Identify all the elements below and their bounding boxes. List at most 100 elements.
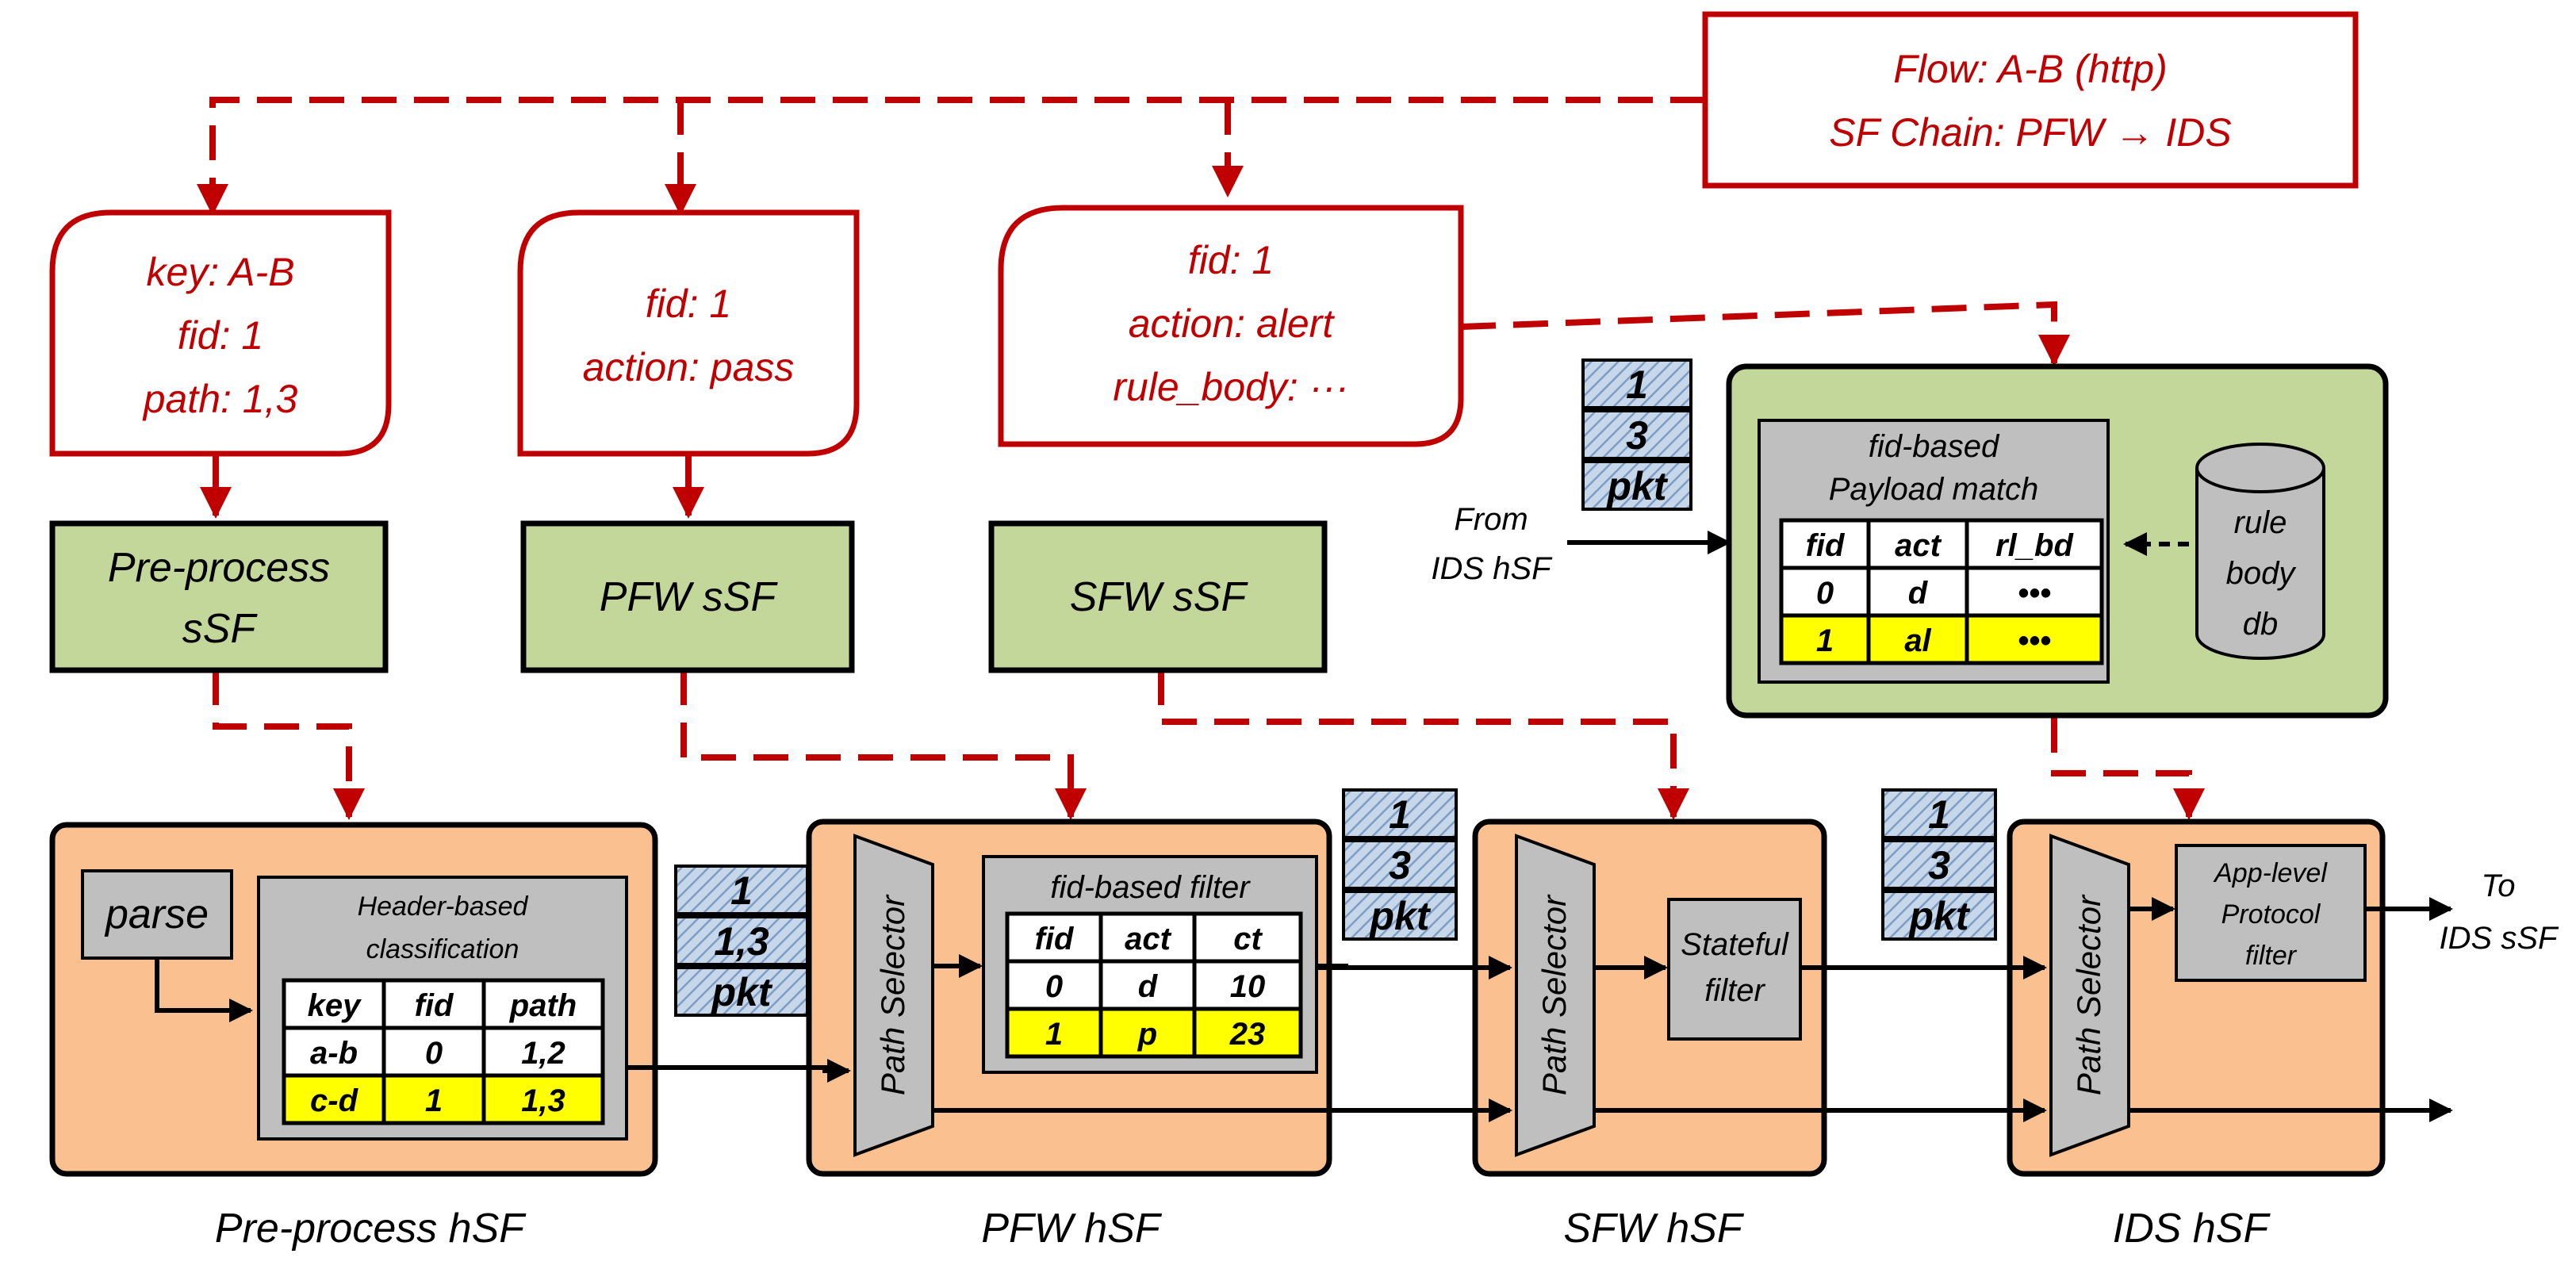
preprocess-tag-line3: path: 1,3 xyxy=(142,377,298,421)
path-selector xyxy=(853,834,934,1157)
ids-ssf: fid-based Payload match fid act rl_bd 0 … xyxy=(1726,363,2389,719)
path-selector-label: Path Selector xyxy=(874,894,911,1095)
table-header: fid xyxy=(415,988,454,1023)
packet-stack-pfw-to-sfw: 1 3 pkt xyxy=(1342,788,1458,941)
path-selector xyxy=(2049,834,2130,1157)
tag-to-ssf-arrows xyxy=(200,454,704,519)
table-cell: a-b xyxy=(310,1036,358,1071)
sfw-hsf-label: SFW hSF xyxy=(1563,1206,1745,1252)
preprocess-tag: key: A-B fid: 1 path: 1,3 xyxy=(49,209,392,457)
db-label-line2: body xyxy=(2226,556,2298,591)
classification-title1: Header-based xyxy=(358,891,529,922)
pfw-hsf-label: PFW hSF xyxy=(981,1206,1163,1252)
table-cell: 1,2 xyxy=(521,1036,565,1071)
to-ids-ssf: To IDS sSF xyxy=(2440,868,2559,956)
highlight-row xyxy=(282,1073,605,1125)
control-lines xyxy=(197,97,2205,820)
stateful-filter-line2: filter xyxy=(1704,973,1765,1008)
preprocess-ssf-to-hsf-line xyxy=(213,670,365,820)
table-cell: 1 xyxy=(1816,623,1834,658)
table-cell: 0 xyxy=(1816,576,1834,611)
classification-table: key fid path a-b 0 1,2 c-d 1 1,3 xyxy=(282,978,605,1125)
to-label-line1: To xyxy=(2481,868,2515,903)
packet-stack-top: 1 3 pkt xyxy=(1581,358,1692,511)
table-header: rl_bd xyxy=(1995,528,2074,563)
preprocess-hsf-label: Pre-process hSF xyxy=(215,1206,527,1252)
app-level-filter-line3: filter xyxy=(2245,941,2298,971)
from-label-line1: From xyxy=(1454,502,1528,537)
preprocess-ssf-line2: sSF xyxy=(182,606,259,652)
payload-match-title1: fid-based xyxy=(1869,429,2000,464)
preprocess-ssf-line1: Pre-process xyxy=(108,545,330,591)
app-level-filter-line1: App-level xyxy=(2213,858,2328,888)
stack-item: 1 xyxy=(1389,792,1411,837)
packet-stack-sfw-to-ids: 1 3 pkt xyxy=(1881,788,1997,941)
stateful-filter-line1: Stateful xyxy=(1681,927,1789,962)
table-cell: 10 xyxy=(1230,969,1266,1004)
ids-hsf-label: IDS hSF xyxy=(2113,1206,2271,1252)
pfw-ssf-label: PFW sSF xyxy=(600,574,779,620)
table-header: fid xyxy=(1806,528,1846,563)
path-selector-label: Path Selector xyxy=(1535,894,1573,1095)
stack-item: 1 xyxy=(1626,362,1648,407)
payload-match-table: fid act rl_bd 0 d ••• 1 al ••• xyxy=(1779,518,2104,665)
table-cell: p xyxy=(1137,1017,1157,1052)
path-selector xyxy=(1515,834,1596,1157)
sfw-hsf: Path Selector Stateful filter xyxy=(1472,819,1827,1177)
stack-item: 1,3 xyxy=(714,919,769,964)
parse-label: parse xyxy=(104,891,209,937)
table-cell: c-d xyxy=(310,1083,359,1118)
table-header: fid xyxy=(1035,922,1075,957)
data-path-arrows xyxy=(627,897,2453,1122)
from-label-line2: IDS hSF xyxy=(1431,551,1553,586)
ids-ssf-to-hsf-line xyxy=(2051,718,2205,820)
table-cell: 23 xyxy=(1229,1017,1266,1052)
table-cell: 0 xyxy=(425,1036,443,1071)
table-cell: 0 xyxy=(1045,969,1063,1004)
table-cell: 1,3 xyxy=(521,1083,565,1118)
pfw-tag-line1: fid: 1 xyxy=(646,282,731,326)
stateful-filter-box xyxy=(1667,898,1802,1041)
pfw-ssf: PFW sSF xyxy=(520,520,855,673)
preprocess-ssf: Pre-process sSF xyxy=(49,520,389,673)
from-ids-hsf: From IDS hSF xyxy=(1431,502,1731,586)
fid-filter-title: fid-based filter xyxy=(1050,870,1251,905)
classification-title2: classification xyxy=(366,934,519,964)
stack-item: pkt xyxy=(1369,894,1432,938)
pfw-tag-line2: action: pass xyxy=(583,345,795,389)
flow-distribution-line xyxy=(197,97,1705,216)
app-level-filter-line2: Protocol xyxy=(2221,899,2321,930)
sfw-ssf-label: SFW sSF xyxy=(1070,574,1249,620)
pfw-ssf-to-hsf-line xyxy=(680,670,1087,820)
table-cell: 1 xyxy=(425,1083,443,1118)
stack-item: 1 xyxy=(730,868,753,913)
path-selector-label: Path Selector xyxy=(2070,894,2107,1095)
table-cell: al xyxy=(1904,623,1931,658)
pfw-tag: fid: 1 action: pass xyxy=(517,209,860,457)
flow-box: Flow: A-B (http) SF Chain: PFW → IDS xyxy=(1702,11,2359,189)
highlight-row xyxy=(1779,613,2104,665)
table-header: ct xyxy=(1233,922,1263,957)
db-label-line3: db xyxy=(2243,607,2279,642)
pre-to-pfw-arrow xyxy=(627,1059,851,1083)
sfw-ssf-to-hsf-line xyxy=(1158,670,1689,820)
highlight-row xyxy=(1005,1006,1303,1059)
stack-item: 3 xyxy=(1928,843,1950,888)
ids-tag-line1: fid: 1 xyxy=(1188,238,1274,282)
db-label-line1: rule xyxy=(2234,505,2287,540)
table-header: path xyxy=(509,988,577,1023)
table-header: act xyxy=(1125,922,1171,957)
table-cell: ••• xyxy=(2018,576,2051,611)
table-header: key xyxy=(308,988,362,1023)
parse-box xyxy=(81,869,233,960)
pfw-hsf: Path Selector fid-based filter fid act c… xyxy=(806,819,1332,1177)
table-header: act xyxy=(1895,528,1942,563)
app-level-filter-box xyxy=(2175,844,2367,982)
payload-match-title2: Payload match xyxy=(1829,472,2039,507)
to-label-line2: IDS sSF xyxy=(2440,921,2559,956)
ids-tag-line3: rule_body: ··· xyxy=(1113,365,1348,409)
preprocess-tag-line2: fid: 1 xyxy=(178,313,263,358)
sfw-ssf: SFW sSF xyxy=(988,520,1328,673)
ids-hsf: Path Selector App-level Protocol filter xyxy=(2007,819,2386,1177)
